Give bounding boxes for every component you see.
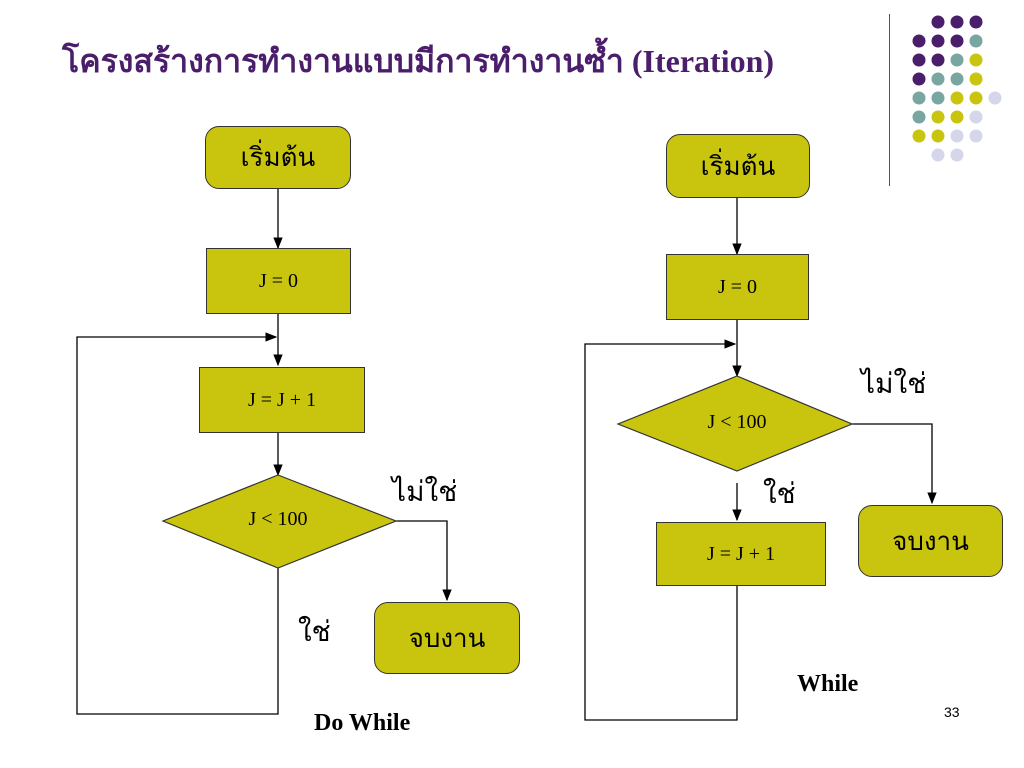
while-condition-diamond bbox=[616, 375, 854, 472]
arrow-while-condition-no-to-end bbox=[852, 423, 937, 505]
slide-title: โครงสร้างการทำงานแบบมีการทำงานซ้ำ (Itera… bbox=[62, 43, 775, 79]
do-while-caption: Do While bbox=[314, 710, 411, 736]
while-no-label: ไม่ใช่ bbox=[861, 369, 927, 400]
loop-back-path bbox=[76, 332, 279, 715]
while-increment-box: J = J + 1 bbox=[656, 522, 826, 586]
arrow-condition-no-to-end bbox=[396, 520, 452, 602]
page-number: 33 bbox=[944, 704, 960, 720]
decorative-divider bbox=[889, 14, 890, 186]
while-init-box: J = 0 bbox=[666, 254, 809, 320]
do-while-start-box: เริ่มต้น bbox=[205, 126, 351, 189]
while-condition-label: J < 100 bbox=[707, 411, 767, 433]
while-end-box: จบงาน bbox=[858, 505, 1003, 577]
do-while-no-label: ไม่ใช่ bbox=[392, 477, 458, 508]
do-while-init-box: J = 0 bbox=[206, 248, 351, 314]
do-while-condition-label: J < 100 bbox=[248, 508, 308, 530]
do-while-yes-label: ใช่ bbox=[298, 617, 331, 648]
do-while-end-box: จบงาน bbox=[374, 602, 520, 674]
while-caption: While bbox=[797, 671, 859, 697]
while-loop-back-path bbox=[584, 339, 738, 721]
do-while-increment-box: J = J + 1 bbox=[199, 367, 365, 433]
while-yes-label: ใช่ bbox=[763, 479, 796, 510]
while-start-box: เริ่มต้น bbox=[666, 134, 810, 198]
do-while-condition-diamond bbox=[161, 474, 398, 569]
